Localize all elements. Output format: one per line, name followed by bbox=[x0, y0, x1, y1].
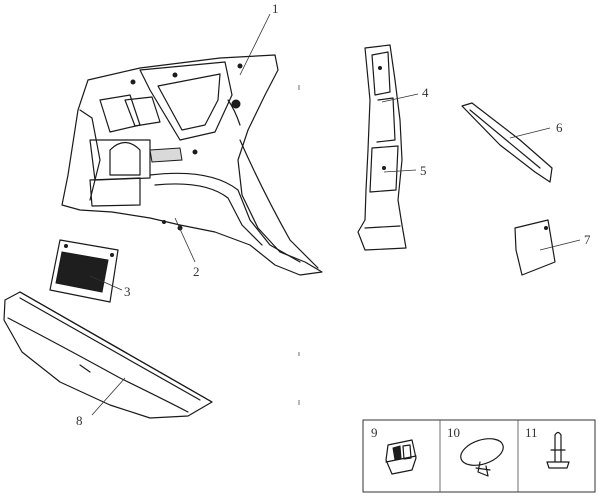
callout-10: 10 bbox=[447, 425, 460, 440]
callout-3: 3 bbox=[124, 284, 131, 299]
cargo-cover bbox=[3, 291, 213, 419]
callout-1: 1 bbox=[272, 1, 279, 16]
callout-6: 6 bbox=[556, 120, 563, 135]
callout-7: 7 bbox=[584, 232, 591, 247]
c-pillar-strip bbox=[461, 102, 553, 183]
callout-4: 4 bbox=[422, 85, 429, 100]
push-rivet-icon bbox=[460, 438, 504, 477]
speaker-grille bbox=[49, 239, 119, 303]
small-trim-piece bbox=[514, 219, 556, 276]
callout-5: 5 bbox=[420, 163, 427, 178]
quarter-trim-panel bbox=[61, 54, 323, 276]
leader-lines bbox=[89, 13, 581, 416]
pillar-trim bbox=[357, 44, 407, 251]
callout-9: 9 bbox=[371, 425, 378, 440]
screw-rivet-icon bbox=[546, 431, 570, 469]
callout-labels: 1 2 3 4 5 6 7 8 9 10 11 bbox=[76, 1, 591, 440]
callout-8: 8 bbox=[76, 413, 83, 428]
callout-2: 2 bbox=[193, 264, 200, 279]
fastener-table bbox=[362, 419, 596, 493]
clip-icon bbox=[385, 439, 417, 475]
callout-11: 11 bbox=[525, 425, 538, 440]
